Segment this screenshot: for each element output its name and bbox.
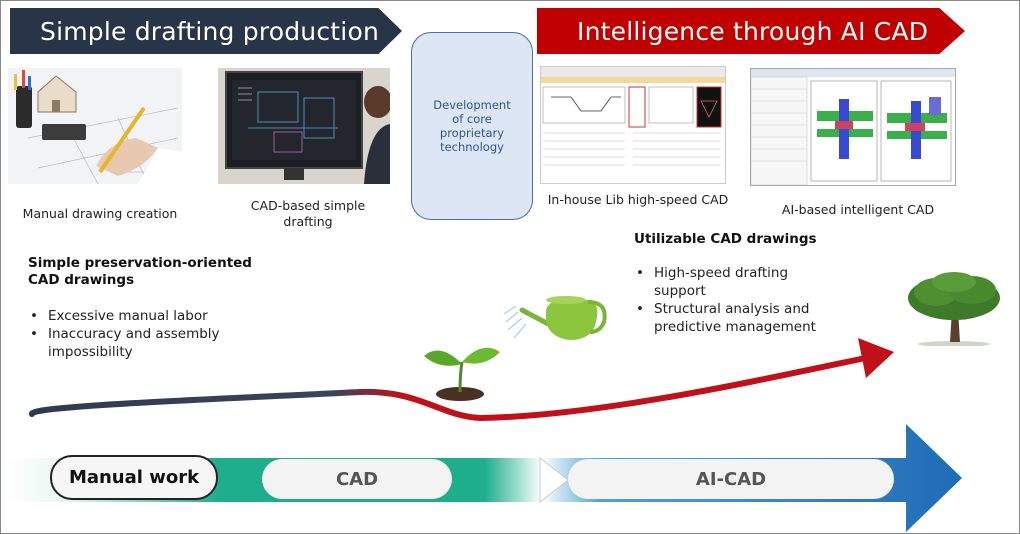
manual-drawing-photo (8, 68, 182, 184)
stage-cad: CAD (262, 459, 452, 499)
stage-ai-cad: AI-CAD (568, 459, 894, 499)
sprout-icon (424, 347, 500, 401)
process-arrow (8, 424, 962, 532)
banner-simple-drafting: Simple drafting production (10, 8, 402, 54)
left-bullet-item: Inaccuracy and assembly impossibility (28, 325, 258, 361)
stage-aicad-label: AI-CAD (695, 468, 767, 490)
right-bullet-item: High-speed drafting support (634, 264, 834, 300)
core-technology-box: Development of core proprietary technolo… (411, 32, 533, 220)
watering-can-icon (503, 296, 607, 340)
stage-manual-label: Manual work (68, 467, 200, 488)
banner-left-label: Simple drafting production (40, 16, 379, 46)
left-bullet-item: Excessive manual labor (28, 307, 258, 325)
banner-ai-cad: Intelligence through AI CAD (537, 8, 965, 54)
tree-icon (908, 272, 1000, 346)
caption-ai-cad: AI-based intelligent CAD (781, 202, 935, 217)
ai-cad-screenshot (750, 68, 956, 186)
caption-manual-drawing: Manual drawing creation (22, 206, 178, 221)
cad-workstation-photo (218, 68, 390, 184)
banner-right-label: Intelligence through AI CAD (577, 16, 929, 46)
core-technology-label: Development of core proprietary technolo… (433, 98, 511, 154)
inhouse-cad-screenshot (540, 66, 726, 184)
caption-inhouse-cad: In-house Lib high-speed CAD (547, 192, 729, 207)
caption-cad-drafting: CAD-based simple drafting (250, 198, 366, 229)
stage-manual-work: Manual work (50, 455, 218, 500)
left-bullet-list: Excessive manual labor Inaccuracy and as… (28, 307, 258, 361)
left-heading: Simple preservation-oriented CAD drawing… (28, 255, 252, 288)
right-heading: Utilizable CAD drawings (634, 231, 817, 247)
right-bullet-list: High-speed drafting support Structural a… (634, 264, 834, 336)
stage-cad-label: CAD (335, 468, 379, 490)
right-bullet-item: Structural analysis and predictive manag… (634, 300, 834, 336)
